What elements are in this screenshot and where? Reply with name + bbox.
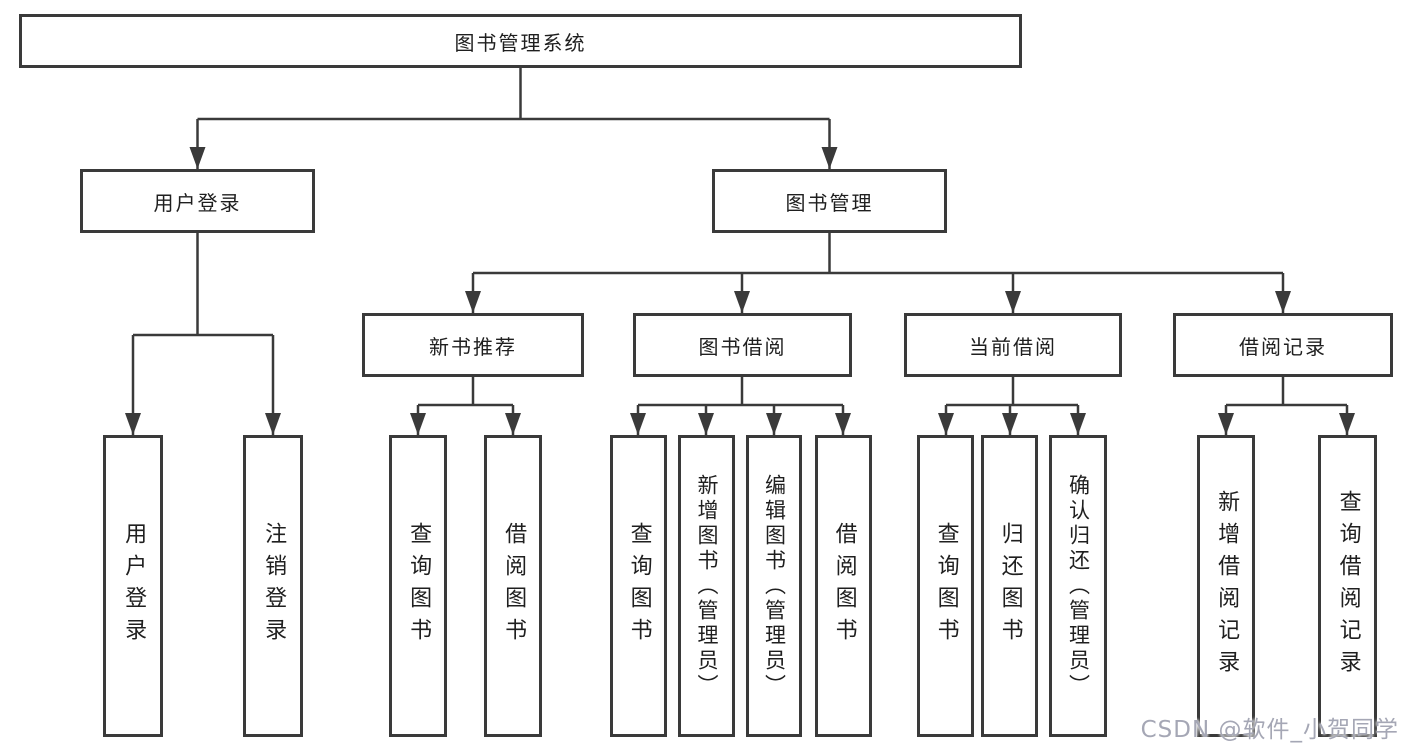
csdn-watermark: CSDN @软件_小贺同学 — [1140, 717, 1399, 743]
leaf-query-books-current-label: 查询图书 — [933, 522, 959, 650]
leaf-return-books-label: 归还图书 — [997, 522, 1023, 650]
leaf-return-books: 归还图书 — [981, 435, 1038, 737]
leaf-confirm-return-admin: 确认归还（管理员） — [1049, 435, 1107, 737]
leaf-query-borrow-record: 查询借阅记录 — [1318, 435, 1377, 737]
leaf-borrow-books-recommend: 借阅图书 — [484, 435, 542, 737]
node-borrowing-records: 借阅记录 — [1173, 313, 1393, 377]
leaf-add-borrow-record: 新增借阅记录 — [1197, 435, 1255, 737]
node-current-borrowing-label: 当前借阅 — [969, 334, 1057, 359]
leaf-query-books-current: 查询图书 — [917, 435, 974, 737]
node-book-management: 图书管理 — [712, 169, 947, 233]
node-book-borrowing-label: 图书借阅 — [698, 334, 787, 359]
leaf-logout: 注销登录 — [243, 435, 303, 737]
leaf-edit-books-admin-label: 编辑图书（管理员） — [762, 473, 787, 699]
node-new-book-recommend: 新书推荐 — [362, 313, 584, 377]
leaf-add-borrow-record-label: 新增借阅记录 — [1214, 490, 1240, 682]
leaf-query-books-borrowing: 查询图书 — [610, 435, 667, 737]
node-book-management-label: 图书管理 — [785, 190, 874, 215]
leaf-query-books-borrowing-label: 查询图书 — [626, 522, 652, 650]
leaf-borrow-books-label: 借阅图书 — [831, 522, 857, 650]
root-node-label: 图书管理系统 — [454, 30, 587, 55]
leaf-user-login: 用户登录 — [103, 435, 163, 737]
leaf-edit-books-admin: 编辑图书（管理员） — [746, 435, 802, 737]
leaf-borrow-books: 借阅图书 — [815, 435, 872, 737]
leaf-query-borrow-record-label: 查询借阅记录 — [1335, 490, 1361, 682]
leaf-user-login-label: 用户登录 — [121, 522, 147, 650]
leaf-logout-label: 注销登录 — [261, 522, 287, 650]
leaf-confirm-return-admin-label: 确认归还（管理员） — [1066, 473, 1091, 699]
node-book-borrowing: 图书借阅 — [633, 313, 852, 377]
leaf-query-books-recommend: 查询图书 — [389, 435, 447, 737]
node-current-borrowing: 当前借阅 — [904, 313, 1122, 377]
leaf-query-books-recommend-label: 查询图书 — [406, 522, 432, 650]
node-user-login: 用户登录 — [80, 169, 315, 233]
root-node-library-system: 图书管理系统 — [19, 14, 1022, 68]
node-user-login-label: 用户登录 — [153, 190, 242, 215]
node-borrowing-records-label: 借阅记录 — [1239, 334, 1327, 359]
leaf-borrow-books-recommend-label: 借阅图书 — [501, 522, 527, 650]
node-new-book-recommend-label: 新书推荐 — [429, 334, 517, 359]
leaf-add-books-admin: 新增图书（管理员） — [678, 435, 735, 737]
leaf-add-books-admin-label: 新增图书（管理员） — [695, 473, 720, 699]
